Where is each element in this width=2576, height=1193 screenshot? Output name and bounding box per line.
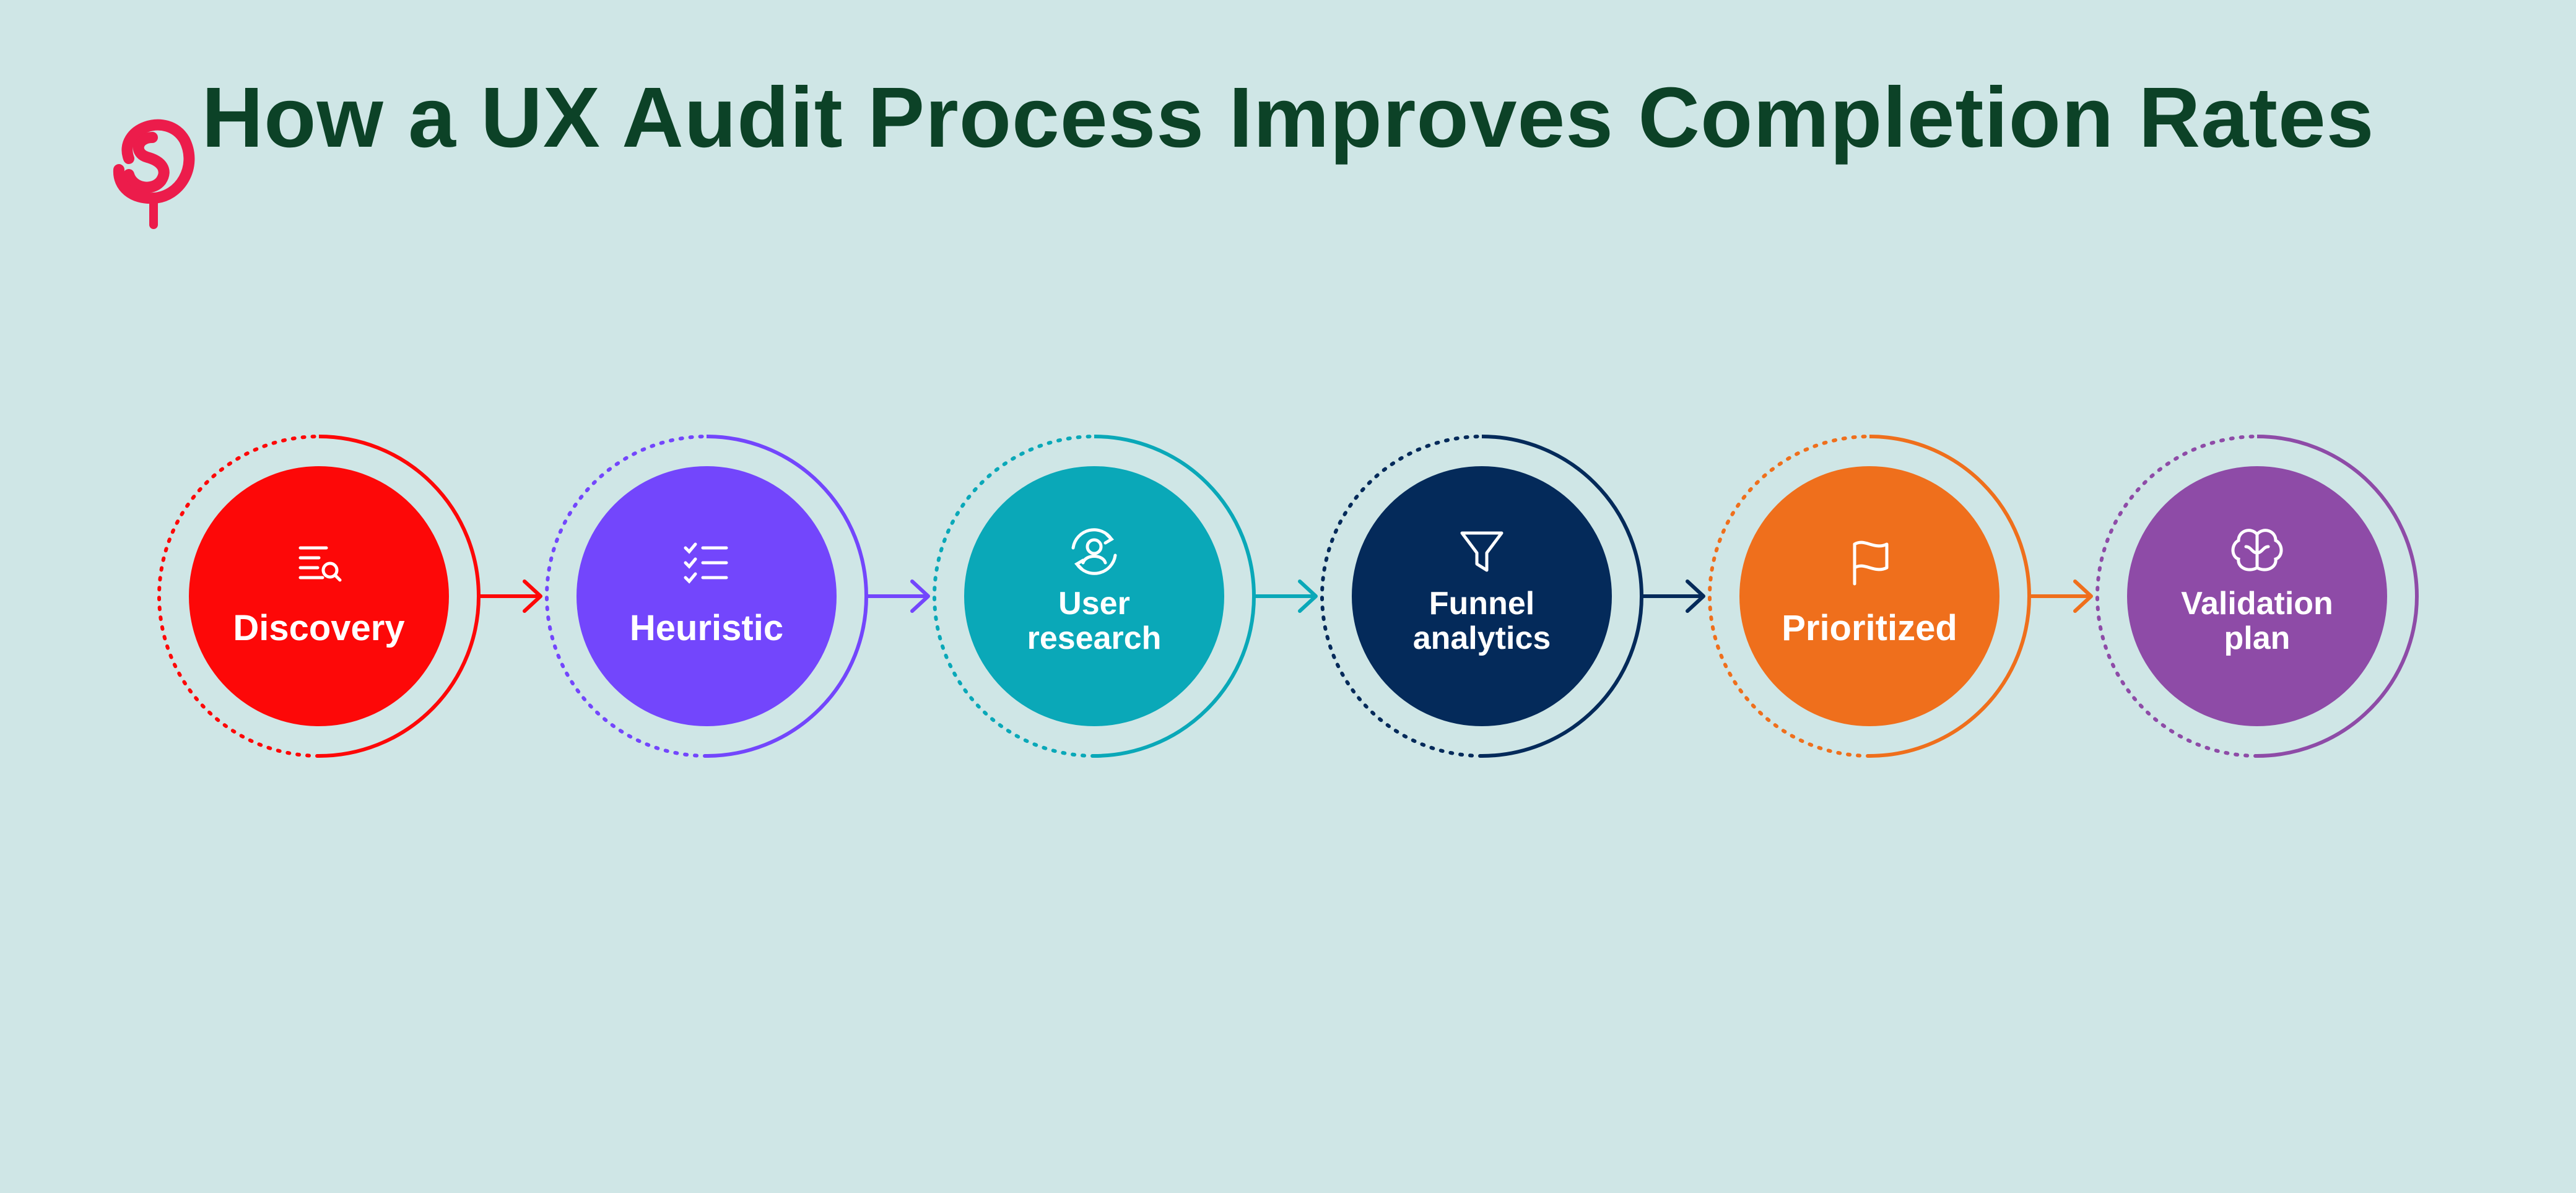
step-circle [964, 466, 1224, 726]
step-label-line: Heuristic [629, 608, 784, 648]
flag-icon [1853, 540, 1889, 586]
connector-arrow [2029, 579, 2093, 613]
step-circle [1739, 466, 1999, 726]
step-2 [545, 435, 868, 758]
outer-ring-solid [1481, 435, 1643, 758]
step-circle [577, 466, 837, 726]
step-label-line: research [1027, 620, 1162, 656]
step-label: Heuristic [589, 609, 824, 648]
step-circle [2127, 466, 2387, 726]
connector-arrow [1254, 579, 1318, 613]
step-circle [1352, 466, 1612, 726]
step-label-line: Validation [2181, 586, 2333, 622]
connector-arrow [1642, 579, 1705, 613]
connector-arrow [479, 579, 542, 613]
outer-ring-dotted [1320, 435, 1484, 758]
outer-ring-solid [318, 435, 481, 758]
outer-ring-solid [1869, 435, 2031, 758]
step-label-line: Funnel [1429, 586, 1535, 622]
outer-ring-dotted [1708, 435, 1871, 758]
outer-ring-solid [2256, 435, 2419, 758]
step-1 [157, 435, 481, 758]
step-label-line: Prioritized [1782, 608, 1957, 648]
step-label-line: analytics [1412, 620, 1551, 656]
connector-arrow [866, 579, 930, 613]
step-5 [1708, 435, 2031, 758]
funnel-icon [1460, 531, 1503, 572]
page-title: How a UX Audit Process Improves Completi… [201, 70, 2375, 165]
step-6 [2095, 435, 2419, 758]
outer-ring-dotted [545, 435, 708, 758]
outer-ring-solid [706, 435, 868, 758]
step-4 [1320, 435, 1643, 758]
step-label-line: plan [2224, 620, 2291, 656]
outer-ring-dotted [933, 435, 1096, 758]
search-list-icon [298, 546, 342, 582]
lollipop-logo-icon [113, 119, 195, 229]
user-sync-icon [1071, 528, 1117, 575]
brain-icon [2231, 529, 2283, 571]
checklist-icon [684, 542, 728, 584]
step-label: Discovery [201, 609, 437, 648]
outer-ring-solid [1094, 435, 1256, 758]
step-3 [933, 435, 1256, 758]
step-label: Prioritized [1752, 609, 1987, 648]
step-label-line: User [1058, 586, 1130, 622]
outer-ring-dotted [2095, 435, 2259, 758]
step-circle [189, 466, 449, 726]
step-label-line: Discovery [233, 608, 405, 648]
outer-ring-dotted [157, 435, 321, 758]
